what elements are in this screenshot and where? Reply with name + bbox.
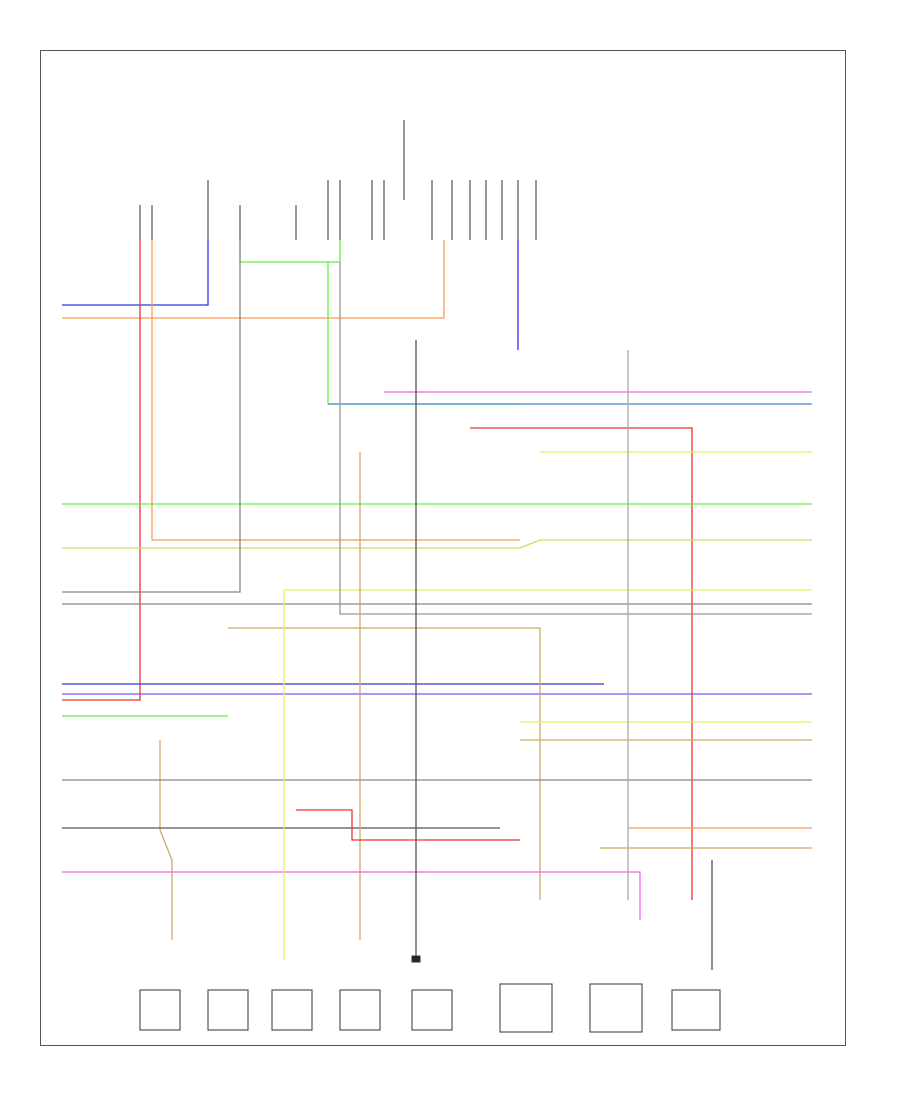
bottom-components — [139, 955, 721, 1033]
component-box-1 — [139, 989, 181, 1031]
wire-red-main — [62, 240, 141, 701]
wire-tan-1 — [228, 627, 541, 900]
wire-blue-top — [62, 240, 209, 306]
wire-orange-main — [151, 240, 520, 541]
wire-orange-top — [62, 240, 445, 319]
component-box-3 — [271, 989, 313, 1031]
component-box-6 — [499, 983, 553, 1033]
wire-yellow-green — [62, 539, 812, 549]
wire-red-low — [296, 809, 520, 841]
wires — [62, 240, 812, 970]
component-box-8 — [671, 989, 721, 1031]
top-connectors — [139, 120, 537, 240]
wire-pink-low — [62, 871, 641, 920]
component-box-2 — [207, 989, 249, 1031]
component-box-5 — [411, 989, 453, 1031]
component-box-4 — [339, 989, 381, 1031]
wire-gray-1 — [62, 240, 241, 593]
wire-green-vert — [327, 262, 520, 405]
component-box-7 — [589, 983, 643, 1033]
ground-symbol — [411, 955, 421, 963]
diagram-frame — [40, 50, 846, 1046]
wire-green-top — [239, 240, 341, 263]
wire-tan-2 — [159, 740, 173, 940]
wire-gray-3 — [339, 262, 812, 615]
wire-red-right — [470, 427, 693, 900]
